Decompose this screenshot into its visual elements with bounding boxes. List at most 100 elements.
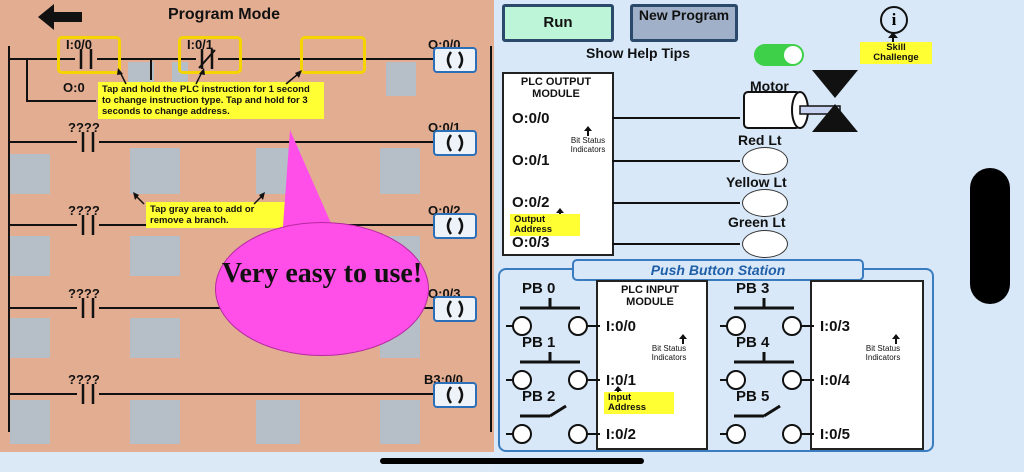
contact-address: ???? — [68, 203, 100, 218]
input-addr-4: I:0/4 — [820, 372, 851, 389]
arrow-up-icon — [614, 386, 622, 396]
contact-address: I:0/0 — [66, 37, 93, 52]
branch-area[interactable] — [130, 148, 180, 194]
contact-address: ???? — [68, 372, 100, 387]
contact-address: I:0/1 — [187, 37, 214, 52]
toggle-knob — [784, 46, 802, 64]
coil-icon — [446, 386, 464, 404]
branch-area[interactable] — [130, 400, 180, 444]
plc-input-module — [596, 280, 708, 450]
page-title: Program Mode — [168, 6, 281, 23]
yellow-light-lamp — [742, 189, 788, 217]
output-coil[interactable] — [433, 382, 477, 408]
output-addr-2: O:0/2 — [512, 194, 550, 211]
help-tips-label: Show Help Tips — [586, 45, 690, 61]
red-light-label: Red Lt — [738, 132, 782, 148]
help-tip-tap-gray: Tap gray area to add or remove a branch. — [146, 202, 290, 228]
promo-bubble: Very easy to use! — [215, 222, 429, 356]
motor-label: Motor — [750, 78, 789, 94]
branch-area[interactable] — [380, 400, 420, 444]
green-light-label: Green Lt — [728, 214, 786, 230]
contact-no-icon[interactable] — [77, 298, 99, 318]
highlight-box[interactable] — [300, 36, 366, 74]
contact-no-icon[interactable] — [77, 215, 99, 235]
coil-icon — [446, 51, 464, 69]
rung-wire — [8, 58, 438, 60]
branch-area[interactable] — [380, 148, 420, 194]
side-handle[interactable] — [970, 168, 1010, 304]
contact-no-icon[interactable] — [77, 384, 99, 404]
arrow-up-icon — [556, 208, 564, 218]
output-coil[interactable] — [433, 130, 477, 156]
tip-arrows-icon — [117, 68, 302, 85]
output-addr-3: O:0/3 — [512, 234, 550, 251]
simulator-panel: Run New Program Show Help Tips i Skill C… — [494, 0, 1024, 472]
output-wire — [612, 160, 740, 162]
branch-area[interactable] — [386, 62, 416, 96]
bubble-tail — [282, 130, 334, 240]
help-tip-tap-hold: Tap and hold the PLC instruction for 1 s… — [98, 82, 324, 119]
info-icon[interactable]: i — [880, 6, 908, 34]
branch-area[interactable] — [10, 318, 50, 358]
output-addr-1: O:0/1 — [512, 152, 550, 169]
branch-wire — [26, 100, 96, 102]
contact-nc-icon[interactable] — [196, 49, 218, 69]
arrow-up-icon — [679, 334, 687, 344]
output-coil[interactable] — [433, 296, 477, 322]
right-power-rail — [490, 46, 492, 432]
new-program-button[interactable]: New Program — [630, 4, 738, 42]
pb-0-label: PB 0 — [522, 280, 556, 297]
plc-input-module-right — [810, 280, 924, 450]
left-power-rail — [8, 46, 10, 432]
motor-icon — [743, 70, 858, 132]
push-buttons-left[interactable] — [506, 298, 600, 448]
back-arrow-icon[interactable] — [38, 4, 82, 30]
bit-status-label: Bit Status Indicators — [570, 136, 606, 154]
push-buttons-right[interactable] — [720, 298, 814, 448]
contact-address: ???? — [68, 120, 100, 135]
bit-status-label: Bit Status Indicators — [651, 344, 687, 362]
branch-area[interactable] — [130, 318, 180, 358]
branch-area[interactable] — [10, 154, 50, 194]
branch-area[interactable] — [256, 400, 300, 444]
skill-challenge-button[interactable]: Skill Challenge — [860, 42, 932, 64]
contact-address: ???? — [68, 286, 100, 301]
arrow-up-icon — [584, 126, 592, 136]
ladder-editor: Program Mode I:0/0 I:0/1 O:0 O:0/0 ???? … — [0, 0, 494, 452]
branch-area[interactable] — [130, 236, 180, 276]
branch-wire — [26, 58, 28, 102]
output-addr-0: O:0/0 — [512, 110, 550, 127]
input-address-label: Input Address — [604, 392, 674, 414]
output-wire — [612, 117, 740, 119]
pb-2-label: PB 2 — [522, 388, 556, 405]
contact-no-icon[interactable] — [77, 132, 99, 152]
branch-area[interactable] — [10, 400, 50, 444]
home-indicator[interactable] — [380, 458, 644, 464]
output-coil[interactable] — [433, 47, 477, 73]
yellow-light-label: Yellow Lt — [726, 174, 787, 190]
input-addr-0: I:0/0 — [606, 318, 637, 335]
coil-icon — [446, 134, 464, 152]
tip-arrows-icon — [133, 192, 265, 205]
pb-1-label: PB 1 — [522, 334, 556, 351]
highlight-box — [57, 36, 121, 74]
output-module-title: PLC OUTPUT MODULE — [520, 76, 592, 100]
output-wire — [612, 202, 740, 204]
coil-icon — [446, 217, 464, 235]
pb-3-label: PB 3 — [736, 280, 770, 297]
help-tips-toggle[interactable] — [754, 44, 804, 66]
arrow-up-icon — [888, 32, 898, 44]
run-button[interactable]: Run — [502, 4, 614, 42]
input-module-title: PLC INPUT MODULE — [620, 284, 680, 308]
branch-area[interactable] — [10, 236, 50, 276]
coil-icon — [446, 300, 464, 318]
arrow-up-icon — [892, 334, 900, 344]
contact-no-icon[interactable] — [75, 49, 97, 69]
branch-address: O:0 — [63, 80, 85, 95]
promo-text: Very easy to use! — [221, 258, 423, 289]
red-light-lamp — [742, 147, 788, 175]
pb-station-title: Push Button Station — [572, 259, 864, 281]
output-coil[interactable] — [433, 213, 477, 239]
rung-wire — [8, 393, 438, 395]
pb-5-label: PB 5 — [736, 388, 770, 405]
